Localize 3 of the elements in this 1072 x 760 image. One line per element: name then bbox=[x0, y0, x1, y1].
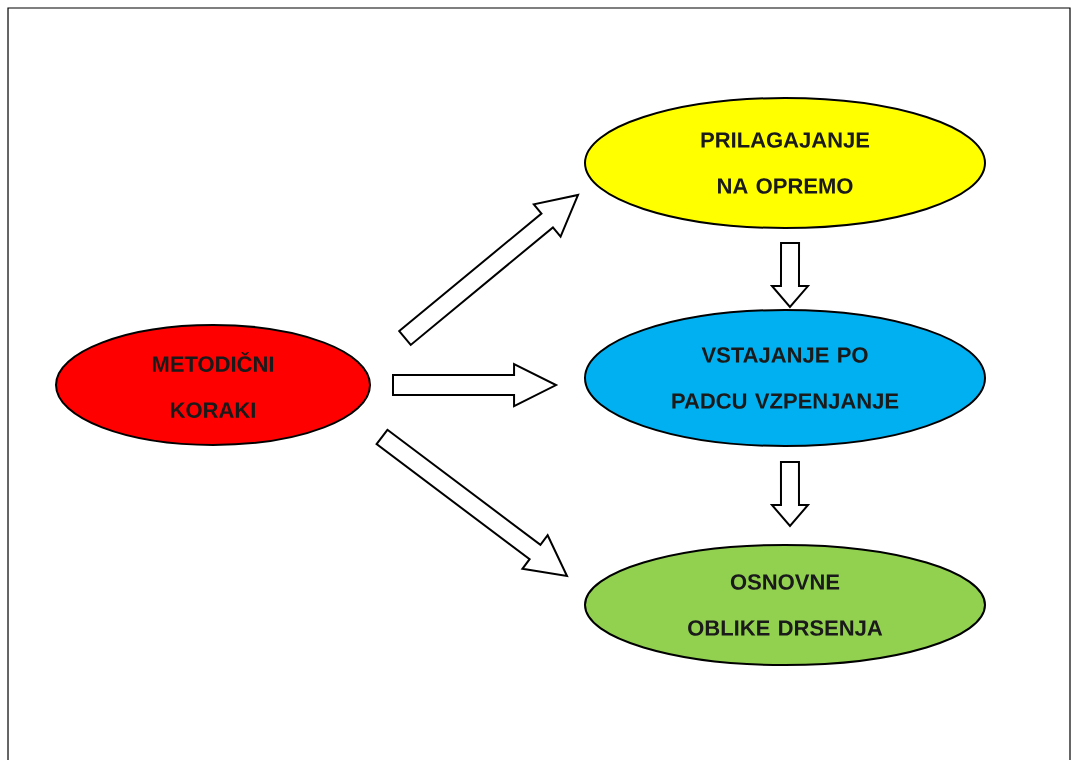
block-arrow bbox=[392, 362, 559, 408]
block-arrow bbox=[769, 241, 811, 309]
block-arrow bbox=[375, 428, 569, 578]
